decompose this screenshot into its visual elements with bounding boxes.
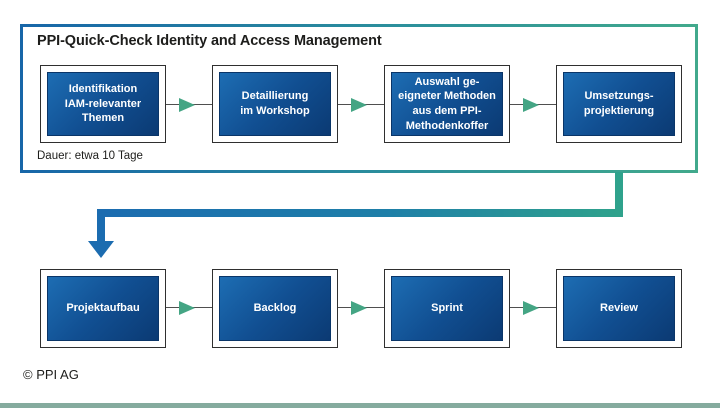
flow-arrow-icon [166, 97, 212, 112]
step-identifikation-label: Identifikation IAM-relevanter Themen [47, 72, 159, 136]
arrow-head-icon [523, 97, 539, 112]
step-sprint-label: Sprint [391, 276, 503, 341]
arrow-head-icon [179, 300, 195, 315]
copyright-text: © PPI AG [23, 367, 79, 382]
step-identifikation: Identifikation IAM-relevanter Themen [40, 65, 166, 143]
step-projektaufbau-label: Projektaufbau [47, 276, 159, 341]
brand-bottom-bar [0, 403, 720, 408]
step-umsetzungsprojektierung: Umsetzungs- projektierung [556, 65, 682, 143]
flow-arrow-icon [510, 97, 556, 112]
step-detaillierung-label: Detaillierung im Workshop [219, 72, 331, 136]
arrow-head-icon [179, 97, 195, 112]
arrow-head-icon [523, 300, 539, 315]
arrow-head-icon [351, 97, 367, 112]
page-title: PPI-Quick-Check Identity and Access Mana… [37, 33, 382, 49]
step-backlog: Backlog [212, 269, 338, 348]
step-sprint: Sprint [384, 269, 510, 348]
step-auswahl-methoden: Auswahl ge- eigneter Methoden aus dem PP… [384, 65, 510, 143]
step-review-label: Review [563, 276, 675, 341]
flow-arrow-icon [510, 300, 556, 315]
arrow-head-icon [351, 300, 367, 315]
step-projektaufbau: Projektaufbau [40, 269, 166, 348]
step-umsetzungsprojektierung-label: Umsetzungs- projektierung [563, 72, 675, 136]
step-backlog-label: Backlog [219, 276, 331, 341]
flow-arrow-icon [166, 300, 212, 315]
step-detaillierung: Detaillierung im Workshop [212, 65, 338, 143]
step-review: Review [556, 269, 682, 348]
duration-note: Dauer: etwa 10 Tage [37, 150, 143, 162]
flow-arrow-icon [338, 300, 384, 315]
flow-arrow-icon [338, 97, 384, 112]
step-auswahl-methoden-label: Auswahl ge- eigneter Methoden aus dem PP… [391, 72, 503, 136]
